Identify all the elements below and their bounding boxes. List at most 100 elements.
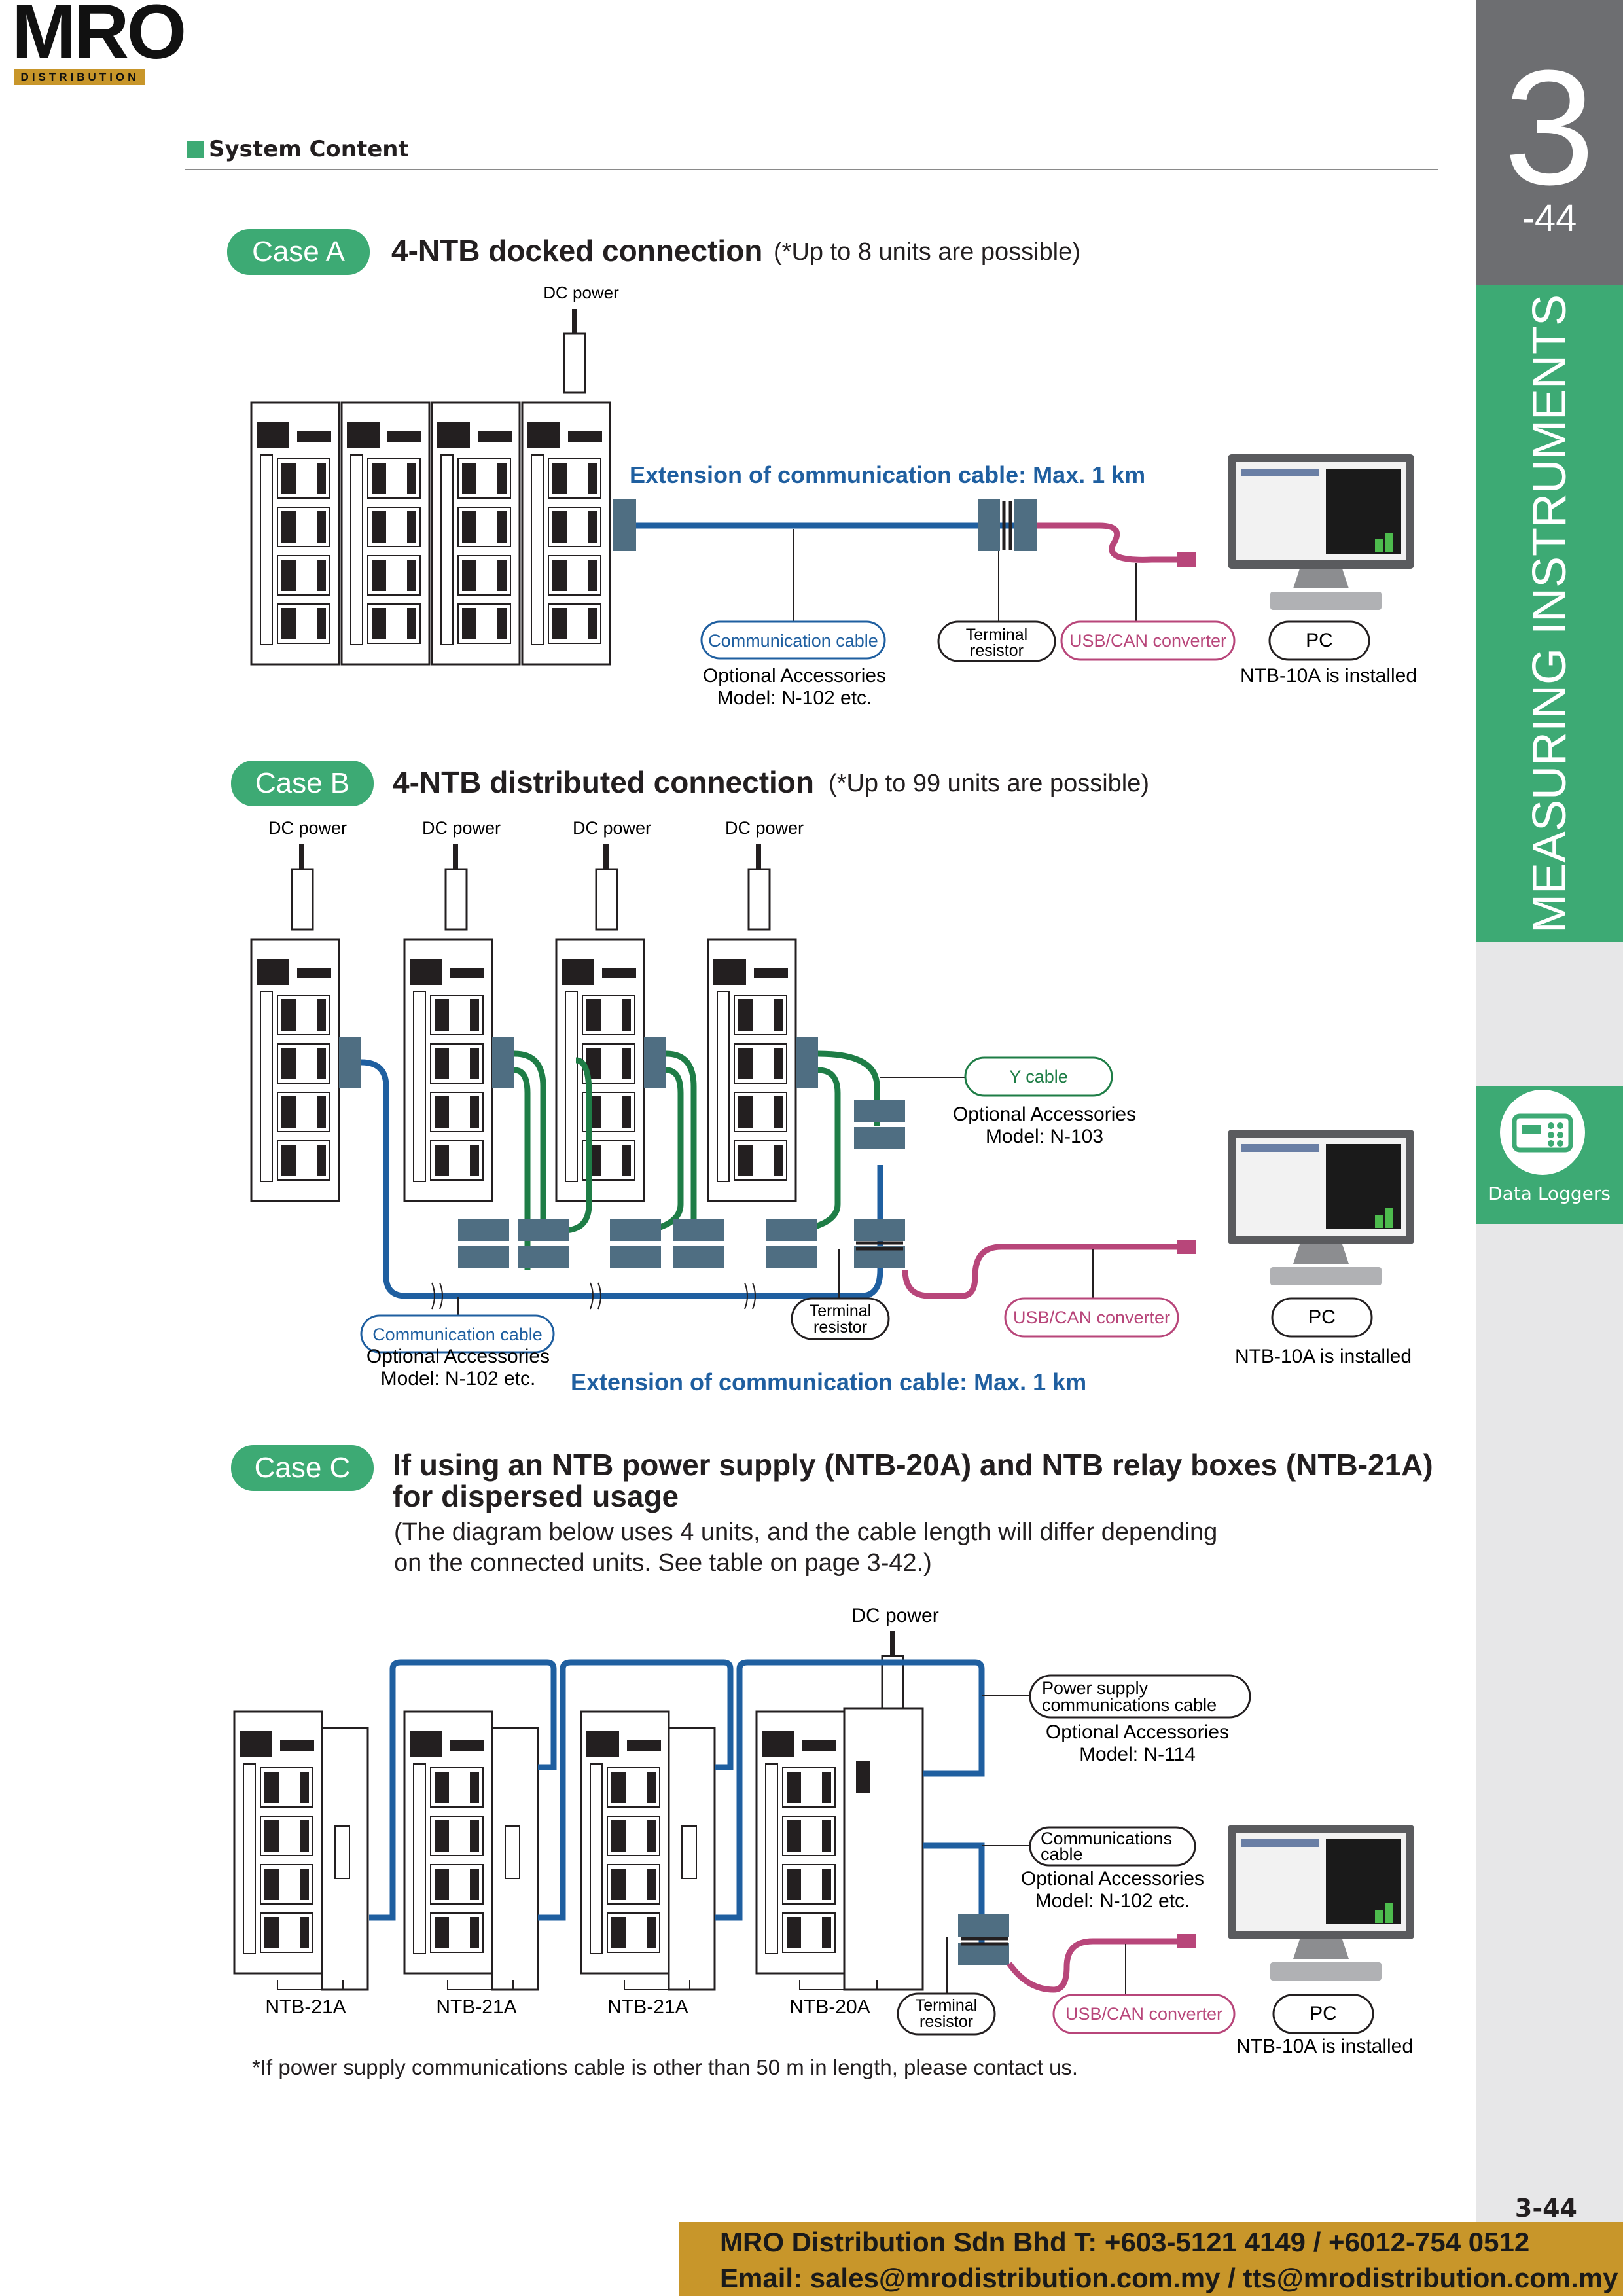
category-label-wrap: MEASURING INSTRUMENTS (1476, 285, 1623, 942)
case-c-unit-label-3: NTB-21A (607, 1996, 688, 2018)
case-b-pc-monitor (1228, 1130, 1414, 1285)
data-loggers-label: Data Loggers (1488, 1183, 1611, 1204)
case-c-title-line2: for dispersed usage (393, 1479, 679, 1513)
data-logger-icon (1500, 1090, 1585, 1175)
case-a-installed: NTB-10A is installed (1240, 665, 1417, 687)
case-c-psc-line2: communications cable (1042, 1695, 1217, 1715)
case-b-ntb-unit-2 (403, 938, 493, 1202)
case-b-y-opt-line2: Model: N-103 (986, 1126, 1103, 1147)
case-b-title: 4-NTB distributed connection (393, 765, 814, 799)
section-marker (187, 141, 204, 158)
case-a-note: (*Up to 8 units are possible) (774, 238, 1080, 266)
case-b-dc-power-3: DC power (573, 818, 651, 838)
case-c-pc-label: PC (1310, 2003, 1337, 2024)
case-b-y-opt-line1: Optional Accessories (953, 1103, 1136, 1125)
case-a-diagram: DC power Extension of communication cabl… (250, 283, 1417, 709)
case-c-cc-opt-line1: Optional Accessories (1021, 1868, 1204, 1890)
case-a-opt-line2: Model: N-102 etc. (717, 687, 872, 709)
case-c-desc-line2: on the connected units. See table on pag… (394, 1549, 932, 1577)
case-b-break-marks (431, 1282, 756, 1310)
case-c-relay-3 (668, 1727, 716, 1991)
case-c-diagram: DC power Power supply communications cab… (233, 1605, 1414, 2055)
case-c-relay-2 (491, 1727, 539, 1991)
logo-subtitle: DISTRIBUTION (14, 69, 145, 85)
case-c-installed: NTB-10A is installed (1236, 2036, 1413, 2055)
case-b-comm-cable-label: Communication cable (372, 1325, 543, 1344)
case-a-extension-label: Extension of communication cable: Max. 1… (630, 461, 1145, 488)
case-b-dc-power-2: DC power (422, 818, 501, 838)
chapter-number: 3 (1503, 36, 1596, 219)
case-b-pill: Case B (231, 761, 374, 806)
chapter-page: -44 (1522, 197, 1577, 240)
case-a-ntb-unit-4 (521, 401, 611, 666)
case-a-ntb-unit-1 (250, 401, 340, 666)
case-b-diagram: DC power DC power DC power DC power (250, 818, 1414, 1395)
case-b-opt-line1: Optional Accessories (366, 1346, 550, 1367)
case-b-plugs (291, 844, 771, 931)
section-title: System Content (209, 136, 409, 162)
case-c-psc-opt-line2: Model: N-114 (1079, 1744, 1196, 1765)
case-c-cc-line2: cable (1041, 1844, 1083, 1864)
case-a-dc-power-label: DC power (543, 283, 619, 302)
case-c-unit-label-4: NTB-20A (789, 1996, 870, 2018)
case-a-pill: Case A (227, 229, 370, 275)
case-a-terminal-line2: resistor (970, 641, 1024, 660)
case-a-ntb-unit-2 (340, 401, 431, 666)
case-c-unit-label-1: NTB-21A (265, 1996, 346, 2018)
case-c-ntb-unit-3 (580, 1710, 670, 1975)
category-tab (1476, 285, 1623, 942)
case-b-extension-label: Extension of communication cable: Max. 1… (571, 1369, 1086, 1395)
footer-company: MRO Distribution Sdn Bhd T: +603-5121 41… (720, 2227, 1530, 2257)
case-c-usb-label: USB/CAN converter (1065, 2004, 1222, 2024)
case-c-psc-line1: Power supply (1042, 1678, 1149, 1698)
case-c-title: If using an NTB power supply (NTB-20A) a… (393, 1449, 1433, 1512)
case-c-relay-1 (321, 1727, 369, 1991)
case-b-note: (*Up to 99 units are possible) (829, 770, 1150, 797)
case-c-description: (The diagram below uses 4 units, and the… (394, 1517, 1217, 1579)
case-b-ntb-unit-3 (555, 938, 645, 1202)
category-label: MEASURING INSTRUMENTS (1523, 294, 1576, 933)
case-c-ntb-unit-4 (755, 1710, 846, 1975)
case-a-pc-monitor (1228, 454, 1414, 610)
case-a-ntb-unit-3 (431, 401, 521, 666)
case-b-terminal-line1: Terminal (810, 1302, 871, 1320)
case-b-y-cable-label: Y cable (1009, 1067, 1068, 1086)
case-b-dc-power-4: DC power (725, 818, 804, 838)
case-c-psc-opt-line1: Optional Accessories (1046, 1721, 1229, 1743)
case-a-comm-cable-label: Communication cable (708, 631, 878, 651)
case-c-dc-power-label: DC power (851, 1605, 938, 1626)
case-c-footnote: *If power supply communications cable is… (252, 2055, 1079, 2079)
case-b-terminal-line2: resistor (813, 1318, 867, 1336)
case-c-terminal-line1: Terminal (916, 1996, 977, 2015)
case-c-terminal-line2: resistor (919, 2013, 973, 2031)
chapter-tab (1476, 0, 1623, 285)
company-logo: MRO DISTRIBUTION (12, 0, 195, 86)
case-c-ntb-unit-2 (403, 1710, 493, 1975)
footer-bar (679, 2222, 1623, 2296)
case-c-cc-opt-line2: Model: N-102 etc. (1035, 1890, 1190, 1912)
page-number: 3-44 (1514, 2194, 1577, 2223)
case-c-cc-line1: Communications (1041, 1829, 1172, 1848)
case-b-dc-power-1: DC power (268, 818, 347, 838)
case-b-usb-label: USB/CAN converter (1013, 1308, 1170, 1327)
case-b-ntb-unit-4 (707, 938, 797, 1202)
case-c-power-supply (843, 1707, 924, 1991)
case-b-installed: NTB-10A is installed (1235, 1346, 1412, 1367)
case-a-opt-line1: Optional Accessories (703, 665, 886, 687)
logo-wordmark: MRO (12, 0, 187, 75)
case-c-title-line1: If using an NTB power supply (NTB-20A) a… (393, 1448, 1433, 1482)
case-b-ntb-unit-1 (250, 938, 340, 1202)
case-b-opt-line2: Model: N-102 etc. (381, 1368, 536, 1390)
case-a-terminal-line1: Terminal (966, 626, 1027, 644)
case-a-title: 4-NTB docked connection (391, 234, 763, 268)
case-c-pc-monitor (1228, 1825, 1414, 1981)
case-c-unit-brackets (277, 1980, 878, 1990)
case-a-pc-label: PC (1306, 630, 1333, 651)
case-c-unit-label-2: NTB-21A (436, 1996, 516, 2018)
case-b-pc-label: PC (1308, 1306, 1336, 1328)
case-a-usb-label: USB/CAN converter (1069, 631, 1226, 651)
case-c-ntb-unit-1 (233, 1710, 323, 1975)
footer-email[interactable]: Email: sales@mrodistribution.com.my / tt… (720, 2263, 1618, 2293)
section-heading: System Content (187, 136, 409, 162)
case-c-pill: Case C (231, 1445, 374, 1491)
